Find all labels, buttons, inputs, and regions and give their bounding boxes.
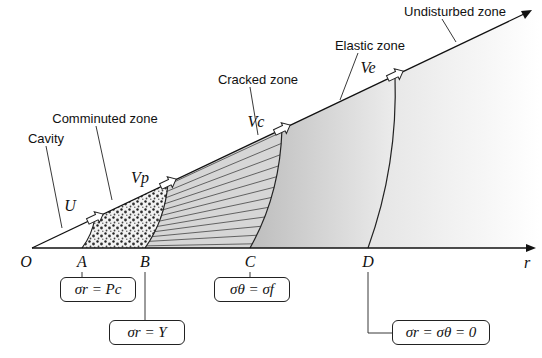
zone-label: Cavity [27, 131, 65, 146]
point-label: O [20, 253, 32, 271]
condition-text: σr = Pc [75, 281, 122, 298]
velocity-label: Vc [248, 113, 265, 131]
point-label: A [77, 253, 87, 271]
point-label: C [245, 253, 256, 271]
velocity-label: Vp [131, 169, 149, 187]
velocity-label: U [64, 197, 76, 215]
boundary-condition-box: σr = σθ = 0 [392, 320, 490, 345]
condition-text: σr = σθ = 0 [406, 324, 477, 341]
point-label: D [362, 253, 374, 271]
boundary-condition-box: σr = Y [109, 320, 185, 345]
boundary-condition-box: σr = Pc [60, 277, 136, 302]
zone-label: Undisturbed zone [403, 4, 507, 19]
condition-text: σr = Y [127, 324, 166, 341]
zone-label: Comminuted zone [51, 111, 159, 126]
crack-line [132, 231, 332, 242]
boundary-condition-box: σθ = σf [214, 277, 290, 302]
zone-label: Elastic zone [334, 38, 406, 53]
crack-line [132, 242, 332, 246]
zone-label: Cracked zone [217, 72, 299, 87]
velocity-label: Ve [360, 59, 375, 77]
point-label: B [140, 253, 150, 271]
condition-text: σθ = σf [230, 281, 274, 298]
crack-line [132, 220, 331, 239]
axis-label: r [524, 254, 530, 272]
